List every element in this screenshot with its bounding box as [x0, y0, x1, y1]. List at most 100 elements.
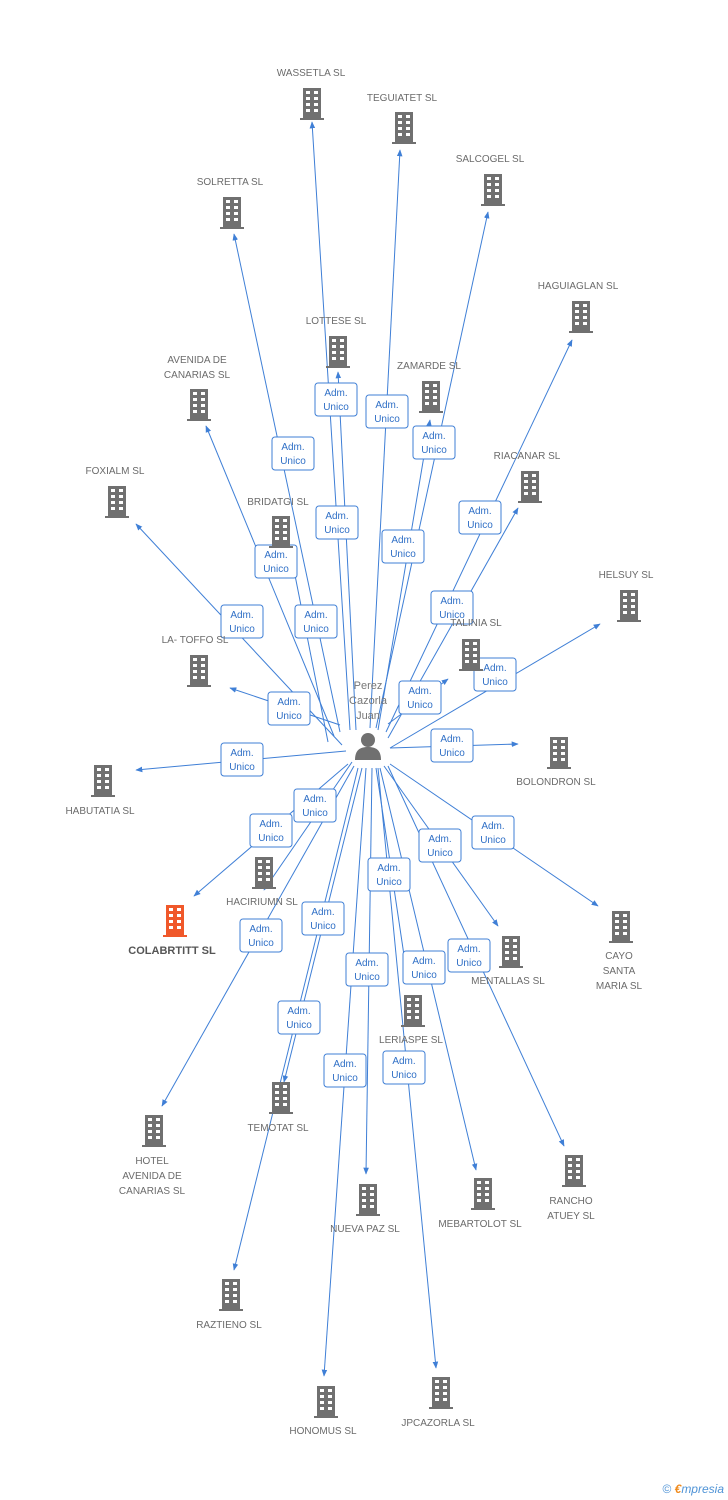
- relation-label-hotel-avenida[interactable]: Adm.Unico: [239, 918, 283, 953]
- relation-label-haciriumn[interactable]: Adm.Unico: [293, 788, 337, 823]
- company-node-leriaspe[interactable]: LERIASPE SL: [379, 995, 443, 1046]
- building-icon: [356, 1184, 380, 1216]
- relation-label-leriaspe[interactable]: Adm.Unico: [402, 950, 446, 985]
- company-node-habutatia[interactable]: HABUTATIA SL: [65, 765, 135, 817]
- relation-label-habutatia[interactable]: Adm.Unico: [220, 742, 264, 777]
- footer-brand[interactable]: © €mpresia: [662, 1482, 724, 1496]
- edge-line: [288, 549, 329, 743]
- relation-label-colabrtitt[interactable]: Adm.Unico: [249, 813, 293, 848]
- relation-text: Unico: [323, 402, 349, 413]
- relation-text: Adm.: [230, 748, 253, 759]
- company-node-haguiaglan[interactable]: HAGUIAGLAN SL: [538, 281, 619, 333]
- company-label: SOLRETTA SL: [197, 177, 264, 188]
- company-label: AVENIDA DE: [122, 1171, 182, 1182]
- relation-text: Adm.: [481, 821, 504, 832]
- company-node-teguiatet[interactable]: TEGUIATET SL: [367, 93, 438, 144]
- person-name-label: Cazorla: [349, 695, 388, 707]
- relation-label-bolondron[interactable]: Adm.Unico: [430, 728, 474, 763]
- company-label: SANTA: [603, 966, 636, 977]
- company-node-mentallas[interactable]: MENTALLAS SL: [471, 936, 545, 987]
- relation-label-teguiatet[interactable]: Adm.Unico: [365, 394, 409, 429]
- company-node-nueva-paz[interactable]: NUEVA PAZ SL: [330, 1184, 400, 1235]
- company-node-zamarde[interactable]: ZAMARDE SL: [397, 361, 461, 413]
- relation-label-temotat[interactable]: Adm.Unico: [277, 1000, 321, 1035]
- person-icon: [355, 733, 381, 760]
- company-label: TALINIA SL: [450, 618, 502, 629]
- building-icon: [269, 1082, 293, 1114]
- building-icon: [499, 936, 523, 968]
- company-label: TEGUIATET SL: [367, 93, 438, 104]
- company-node-lottese[interactable]: LOTTESE SL: [306, 316, 367, 368]
- company-label: MENTALLAS SL: [471, 976, 545, 987]
- company-node-solretta[interactable]: SOLRETTA SL: [197, 177, 264, 229]
- relation-label-vitalinia[interactable]: Adm.Unico: [398, 680, 442, 715]
- company-node-wassetla[interactable]: WASSETLA SL: [277, 68, 346, 120]
- relation-text: Unico: [258, 833, 284, 844]
- relation-text: Unico: [374, 414, 400, 425]
- relation-label-nueva-paz[interactable]: Adm.Unico: [345, 952, 389, 987]
- company-node-foxialm[interactable]: FOXIALM SL: [86, 466, 145, 518]
- relation-label-solretta[interactable]: Adm.Unico: [271, 436, 315, 471]
- edges-layer: Adm.UnicoAdm.UnicoAdm.UnicoAdm.UnicoAdm.…: [135, 121, 601, 1377]
- relation-label-rancho-atuey[interactable]: Adm.Unico: [447, 938, 491, 973]
- company-label: ATUEY SL: [547, 1211, 595, 1222]
- building-icon: [471, 1178, 495, 1210]
- building-icon: [401, 995, 425, 1027]
- relation-label-helsuy[interactable]: Adm.Unico: [473, 657, 517, 692]
- building-icon: [252, 857, 276, 889]
- company-node-helsuy[interactable]: HELSUY SL: [599, 570, 654, 622]
- nodes-layer: WASSETLA SL TEGUIATET SL SALCOGEL SL SOLRET…: [65, 68, 653, 1437]
- edge-line: [263, 761, 353, 891]
- relation-label-cayo-santa-maria[interactable]: Adm.Unico: [471, 815, 515, 850]
- relation-label-jpcazorla[interactable]: Adm.Unico: [382, 1050, 426, 1085]
- relation-text: Adm.: [249, 924, 272, 935]
- relation-label-zamarde[interactable]: Adm.Unico: [381, 529, 425, 564]
- relation-text: Adm.: [483, 663, 506, 674]
- edge-line: [377, 419, 432, 731]
- company-node-la-toffo[interactable]: LA- TOFFO SL: [162, 635, 229, 687]
- company-label: NUEVA PAZ SL: [330, 1224, 400, 1235]
- relation-label-salcogel[interactable]: Adm.Unico: [412, 425, 456, 460]
- relation-label-avenida-canarias[interactable]: Adm.Unico: [294, 604, 338, 639]
- relation-label-bridatgi[interactable]: Adm.Unico: [254, 544, 298, 579]
- relation-label-foxialm[interactable]: Adm.Unico: [220, 604, 264, 639]
- relation-label-raztieno[interactable]: Adm.Unico: [301, 901, 345, 936]
- company-node-mebartolot[interactable]: MEBARTOLOT SL: [438, 1178, 522, 1230]
- relation-label-mebartolot[interactable]: Adm.Unico: [367, 857, 411, 892]
- company-node-temotat[interactable]: TEMOTAT SL: [247, 1082, 309, 1134]
- edge-bridatgi: [288, 549, 329, 743]
- relation-text: Adm.: [264, 550, 287, 561]
- company-node-vitalinia[interactable]: TALINIA SL: [450, 618, 502, 671]
- relation-label-la-toffo[interactable]: Adm.Unico: [267, 691, 311, 726]
- company-node-colabrtitt[interactable]: COLABRTITT SL: [128, 905, 216, 957]
- company-node-salcogel[interactable]: SALCOGEL SL: [456, 154, 525, 206]
- relation-label-mentallas[interactable]: Adm.Unico: [418, 828, 462, 863]
- relation-text: Unico: [276, 711, 302, 722]
- company-node-bridatgi[interactable]: BRIDATGI SL: [247, 497, 309, 548]
- company-node-jpcazorla[interactable]: JPCAZORLA SL: [401, 1377, 475, 1429]
- company-node-bolondron[interactable]: BOLONDRON SL: [516, 737, 596, 788]
- company-node-haciriumn[interactable]: HACIRIUMN SL: [226, 857, 298, 908]
- relation-label-lottese[interactable]: Adm.Unico: [314, 382, 358, 417]
- relation-box: [293, 788, 337, 823]
- relation-box: [271, 436, 315, 471]
- relation-label-haguiaglan[interactable]: Adm.Unico: [430, 590, 474, 625]
- relation-label-riacanar[interactable]: Adm.Unico: [458, 500, 502, 535]
- relation-text: Unico: [427, 848, 453, 859]
- company-node-riacanar[interactable]: RIACANAR SL: [494, 451, 561, 503]
- relation-text: Unico: [467, 520, 493, 531]
- building-icon: [609, 911, 633, 943]
- company-node-raztieno[interactable]: RAZTIENO SL: [196, 1279, 262, 1331]
- relation-text: Adm.: [281, 442, 304, 453]
- relation-box: [471, 815, 515, 850]
- relation-label-honomus[interactable]: Adm.Unico: [323, 1053, 367, 1088]
- relation-label-wassetla[interactable]: Adm.Unico: [315, 505, 359, 540]
- company-label: CAYO: [605, 951, 633, 962]
- company-node-honomus[interactable]: HONOMUS SL: [289, 1386, 357, 1437]
